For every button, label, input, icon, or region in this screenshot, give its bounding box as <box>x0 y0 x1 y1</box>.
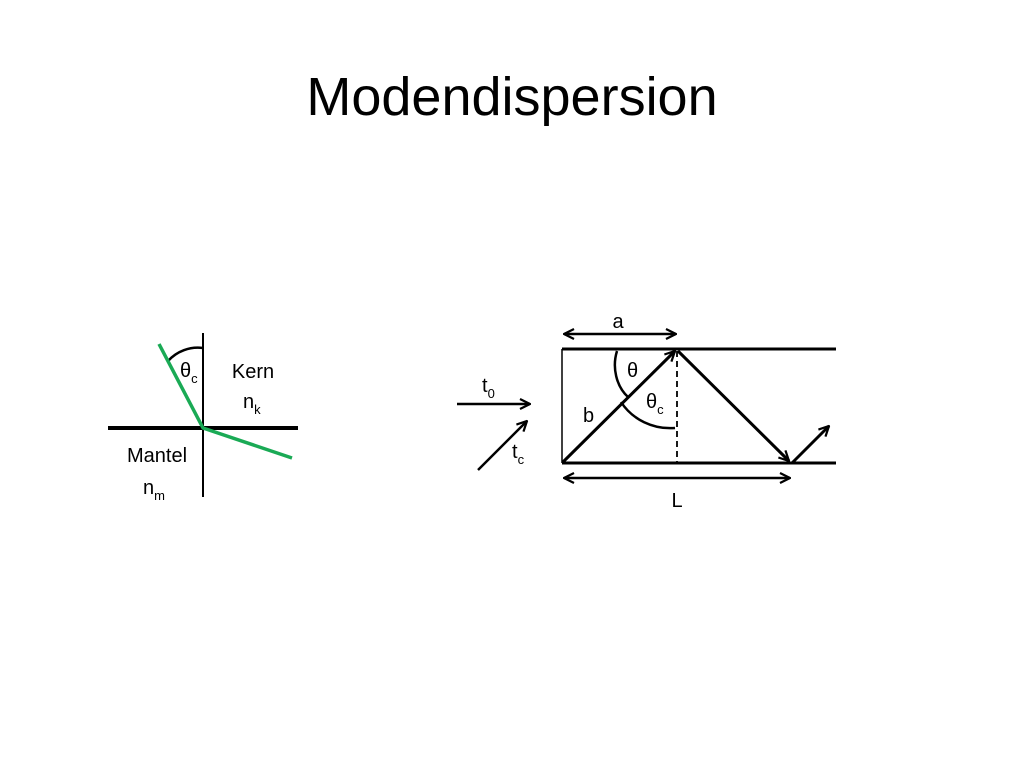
label-L: L <box>671 490 682 512</box>
refraction-diagram: θc Kern nk Mantel nm <box>108 333 298 503</box>
tc-label: tc <box>512 441 525 467</box>
theta-c-label: θc <box>180 360 198 386</box>
core-name-label: Kern <box>232 361 274 383</box>
theta-c-arc <box>619 401 676 430</box>
label-a: a <box>612 311 624 333</box>
cladding-name-label: Mantel <box>127 445 187 467</box>
theta-c-label-fiber: θc <box>646 391 664 417</box>
tc-arrow <box>477 421 527 471</box>
cladding-index-label: nm <box>143 477 165 503</box>
slide-title: Modendispersion <box>306 67 718 127</box>
theta-label: θ <box>627 360 638 382</box>
t0-label: t0 <box>482 375 495 401</box>
label-b: b <box>583 405 594 427</box>
theta-arc <box>613 350 629 398</box>
ray-segment-exit <box>790 426 829 465</box>
refracted-ray <box>157 343 293 460</box>
ray-segment-down <box>676 349 789 461</box>
fiber-diagram: a L θ θc b t0 tc <box>457 311 836 512</box>
ray-segment-up <box>561 351 675 464</box>
critical-angle-arc <box>167 346 204 362</box>
core-index-label: nk <box>243 391 261 417</box>
